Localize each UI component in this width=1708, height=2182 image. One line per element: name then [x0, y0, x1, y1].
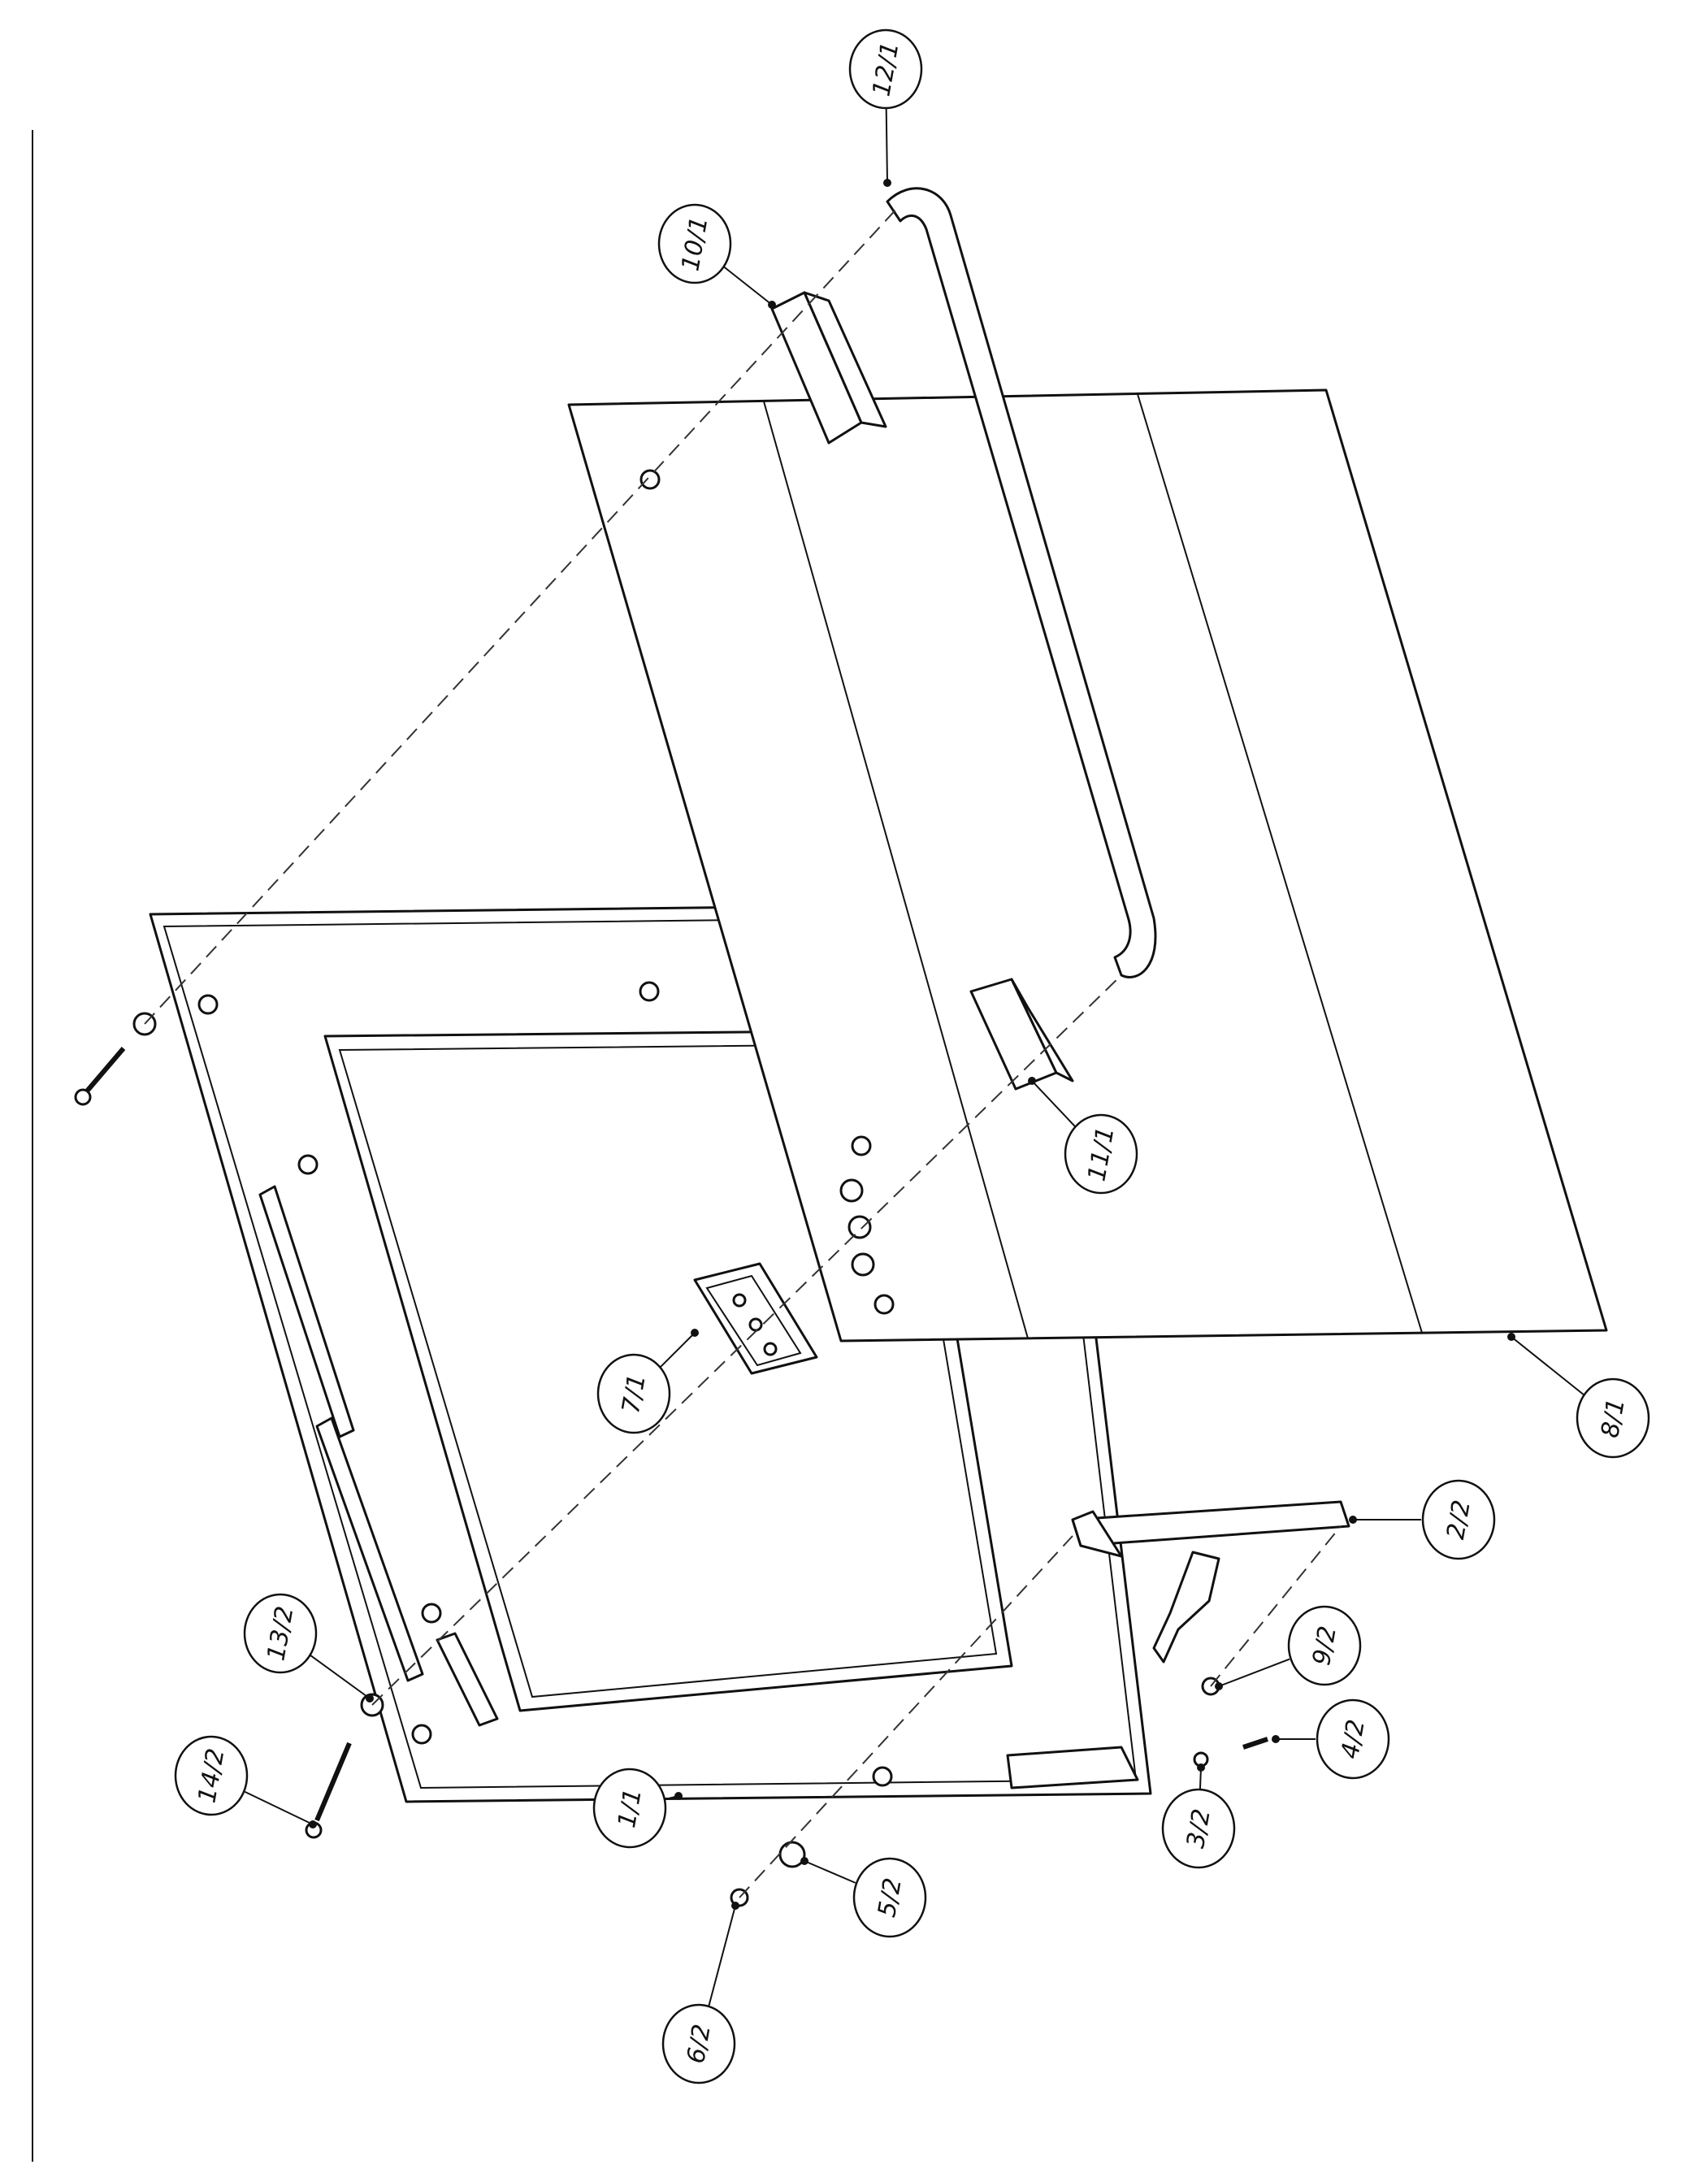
callout-bubble-3-2 [1161, 1788, 1236, 1869]
washer-5-2 [778, 1841, 806, 1868]
handle-mount-upper [770, 291, 887, 445]
callout-bubble-2-2 [1421, 1479, 1496, 1560]
callout-arrowhead-1-1 [674, 1792, 683, 1800]
screw-top [74, 1047, 126, 1106]
callout-arrowhead-3-2 [1197, 1763, 1205, 1772]
screw-4-2 [1242, 1737, 1268, 1750]
callout-bubble-1-1 [592, 1768, 667, 1849]
callout-arrowhead-7-1 [691, 1329, 699, 1337]
callout-leader-10-1 [723, 266, 773, 306]
callout-arrowhead-13-2 [366, 1694, 374, 1703]
callout-leader-6-2 [707, 1905, 736, 2008]
callout-leader-7-1 [659, 1332, 696, 1369]
callout-bubble-10-1 [657, 203, 732, 284]
door-hinge [1071, 1500, 1350, 1664]
callout-label-5-2: 5/2 [873, 1876, 908, 1920]
callout-label-8-1: 8/1 [1596, 1396, 1631, 1440]
callout-label-4-2: 4/2 [1336, 1717, 1371, 1761]
callout-leader-9-2 [1218, 1658, 1290, 1687]
callout-bubble-11-1 [1064, 1113, 1138, 1195]
callout-leader-11-1 [1031, 1080, 1077, 1128]
callout-arrowhead-9-2 [1215, 1682, 1223, 1690]
callout-arrowhead-2-2 [1349, 1516, 1357, 1524]
callout-arrowhead-6-2 [731, 1902, 739, 1910]
callout-bubble-7-1 [596, 1353, 671, 1434]
callout-arrowhead-10-1 [768, 301, 776, 309]
callout-leader-14-2 [245, 1791, 314, 1825]
callout-arrowhead-14-2 [309, 1820, 317, 1828]
callout-arrowhead-12-1 [883, 179, 891, 187]
callout-bubble-4-2 [1316, 1698, 1390, 1780]
callout-bubble-13-2 [243, 1593, 318, 1674]
callout-label-1-1: 1/1 [613, 1786, 648, 1830]
callout-bubble-14-2 [174, 1735, 249, 1816]
door-handle-bar [886, 187, 1157, 978]
callout-label-9-2: 9/2 [1307, 1624, 1342, 1668]
callout-leader-13-2 [310, 1655, 371, 1699]
callout-leader-8-1 [1511, 1336, 1584, 1396]
callout-bubble-9-2 [1287, 1605, 1362, 1686]
callout-bubble-5-2 [852, 1857, 927, 1938]
callouts: 1/12/23/24/25/26/27/18/19/210/111/112/11… [174, 28, 1650, 2084]
callout-arrowhead-8-1 [1507, 1333, 1515, 1341]
handle-mount-lower [969, 978, 1074, 1091]
callout-arrowhead-5-2 [800, 1857, 808, 1865]
assembly-lines [144, 204, 1342, 1898]
door-lock-block [693, 1262, 818, 1375]
callout-label-3-2: 3/2 [1181, 1807, 1216, 1850]
callout-bubble-8-1 [1576, 1377, 1650, 1459]
callout-arrowhead-4-2 [1272, 1735, 1280, 1743]
callout-label-2-2: 2/2 [1441, 1498, 1476, 1542]
callout-arrowhead-11-1 [1028, 1077, 1036, 1085]
callout-bubble-6-2 [661, 2003, 736, 2084]
callout-leader-5-2 [804, 1860, 856, 1884]
callout-label-7-1: 7/1 [617, 1372, 652, 1416]
door-outer-panel [567, 388, 1608, 1343]
callout-label-6-2: 6/2 [682, 2022, 717, 2066]
callout-bubble-12-1 [848, 28, 923, 110]
